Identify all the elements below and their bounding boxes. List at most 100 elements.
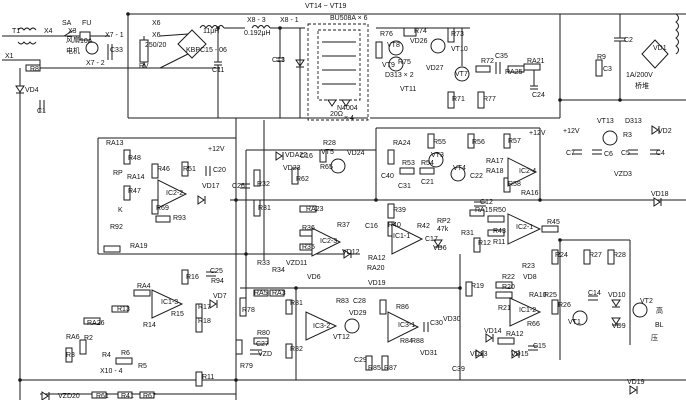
component-label: R75 <box>398 59 411 66</box>
component-label: R54 <box>421 160 434 167</box>
signal-buses <box>20 118 686 400</box>
component-label: C27 <box>256 341 269 348</box>
component-label: R72 <box>481 58 494 65</box>
component-label: 10A <box>80 38 93 45</box>
component-label: R17 <box>198 304 211 311</box>
component-label: R18 <box>198 318 211 325</box>
component-label: VD18 <box>651 191 669 198</box>
component-label: X6 <box>152 32 161 39</box>
component-label: C17 <box>425 236 438 243</box>
component-label: C40 <box>381 173 394 180</box>
component-label: R87 <box>384 365 397 372</box>
component-label: RA5 <box>254 290 268 297</box>
component-label: RA14 <box>127 174 145 181</box>
component-label: R13 <box>117 306 130 313</box>
component-label: R73 <box>451 31 464 38</box>
component-label: C39 <box>452 366 465 373</box>
component-label: R56 <box>472 139 485 146</box>
component-label: VD31 <box>420 350 438 357</box>
component-label: R2 <box>84 335 93 342</box>
component-label: RA20 <box>367 265 385 272</box>
component-label: 47k <box>437 226 449 233</box>
component-label: RA6 <box>66 334 80 341</box>
component-label: VD7 <box>213 293 227 300</box>
component-label: VT14 ~ VT19 <box>305 3 347 10</box>
component-label: C30 <box>430 320 443 327</box>
component-label: C7 <box>566 150 575 157</box>
component-label: N4004 <box>337 105 358 112</box>
component-label: RP2 <box>437 218 451 225</box>
component-label: RP <box>113 170 123 177</box>
component-label: C31 <box>398 183 411 190</box>
component-label: R19 <box>471 283 484 290</box>
component-label: VD27 <box>426 65 444 72</box>
component-label: VT7 <box>455 71 468 78</box>
component-label: VD15 <box>511 351 529 358</box>
component-label: +12V <box>208 146 225 153</box>
component-label: R94 <box>211 278 224 285</box>
component-label: R47 <box>128 188 141 195</box>
component-label: RA21 <box>527 58 545 65</box>
component-label: X1 <box>5 53 14 60</box>
component-label: R78 <box>242 307 255 314</box>
component-label: R83 <box>336 298 349 305</box>
component-label: R35 <box>302 244 315 251</box>
component-label: 250/20 <box>145 42 167 49</box>
component-label: RA12 <box>506 331 524 338</box>
component-label: 风扇 <box>66 35 80 44</box>
component-label: R11 <box>202 374 214 381</box>
component-label: R58 <box>508 181 521 188</box>
component-label: R93 <box>173 215 186 222</box>
component-label: X8 - 3 <box>247 17 266 24</box>
component-label: R79 <box>240 363 253 370</box>
component-label: R40 <box>388 222 401 229</box>
component-label: RA19 <box>130 243 148 250</box>
component-label: VD6 <box>433 245 447 252</box>
component-label: R36 <box>302 225 315 232</box>
component-label: R27 <box>589 252 602 259</box>
component-label: VT12 <box>333 334 350 341</box>
component-label: X10 - 4 <box>100 368 123 375</box>
component-label: C1 <box>37 108 46 115</box>
component-label: X6 <box>152 20 161 27</box>
component-label: RA13 <box>106 140 124 147</box>
component-label: R3 <box>623 132 632 139</box>
component-label: X7 - 2 <box>86 60 105 67</box>
component-label: BU508A × 6 <box>330 15 368 22</box>
component-label: 20Ω <box>330 111 343 118</box>
component-label: RA25 <box>505 69 523 76</box>
capacitors <box>205 149 660 355</box>
component-label: R43 <box>493 228 506 235</box>
component-label: 高 <box>656 306 663 315</box>
component-label: 压 <box>651 334 658 342</box>
component-label: R66 <box>527 321 540 328</box>
component-label: RA12 <box>368 255 386 262</box>
component-label: R42 <box>417 223 430 230</box>
component-label: X3 <box>68 28 77 35</box>
component-label: C13 <box>272 57 285 64</box>
component-label: R74 <box>414 28 427 35</box>
component-label: R51 <box>183 166 196 173</box>
component-label: C33 <box>110 47 123 54</box>
component-label: VD19 <box>627 379 645 386</box>
component-label: RA26 <box>87 320 105 327</box>
component-label: R9 <box>597 54 606 61</box>
component-label: C24 <box>532 92 545 99</box>
component-label: IC2-2 <box>166 190 183 197</box>
component-label: FU <box>82 20 91 27</box>
resistors <box>123 133 615 387</box>
component-label: R88 <box>411 338 424 345</box>
component-label: VD19 <box>368 280 386 287</box>
component-label: SA <box>62 20 72 27</box>
component-label: VD29 <box>349 310 367 317</box>
component-label: C5 <box>621 150 630 157</box>
component-label: BL <box>655 322 664 329</box>
component-label: VT4 <box>453 165 466 172</box>
component-label: 11μH <box>203 28 219 35</box>
component-label: VDA22 <box>285 152 307 159</box>
component-label: RA4 <box>137 283 151 290</box>
resistors-h <box>65 167 559 399</box>
component-label: C16 <box>365 223 378 230</box>
component-label: RA24 <box>393 140 411 147</box>
